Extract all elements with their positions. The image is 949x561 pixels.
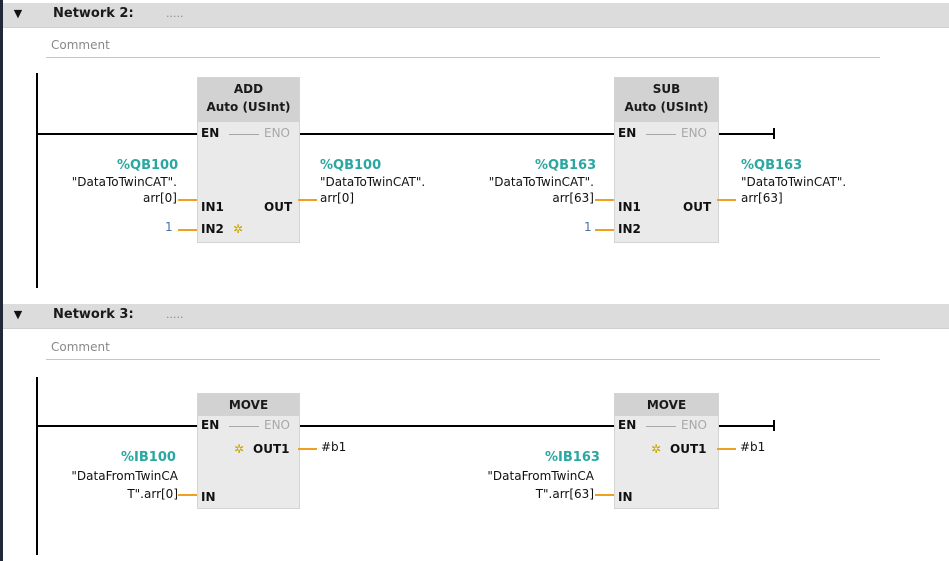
sub-block-header[interactable]: SUB Auto (USInt) bbox=[615, 78, 718, 122]
pin-in1: IN1 bbox=[201, 200, 224, 214]
pin-out1: OUT1 bbox=[670, 442, 707, 456]
add-output-star-icon[interactable]: ✲ bbox=[234, 442, 245, 456]
pin-out: OUT bbox=[683, 200, 712, 214]
signal-wire bbox=[595, 199, 614, 201]
move-block[interactable]: MOVE EN ENO ✲ OUT1 IN bbox=[197, 393, 300, 509]
power-wire-end bbox=[773, 128, 775, 139]
en-eno-link bbox=[229, 426, 259, 427]
operand-address[interactable]: %QB163 bbox=[535, 158, 597, 173]
signal-wire bbox=[595, 229, 614, 231]
operand-tag[interactable]: "DataToTwinCAT". bbox=[71, 175, 177, 189]
operand-address[interactable]: %QB100 bbox=[117, 158, 179, 173]
operand-address[interactable]: %IB163 bbox=[545, 450, 600, 465]
pin-out: OUT bbox=[264, 200, 293, 214]
network-3-title: Network 3: bbox=[53, 307, 134, 322]
add-block-header[interactable]: ADD Auto (USInt) bbox=[198, 78, 299, 122]
en-eno-link bbox=[646, 134, 676, 135]
pin-en: EN bbox=[618, 126, 637, 140]
operand-constant[interactable]: 1 bbox=[165, 220, 173, 234]
network-2-title-placeholder[interactable]: ..... bbox=[166, 7, 184, 20]
pin-en: EN bbox=[201, 418, 220, 432]
block-name: MOVE bbox=[646, 398, 687, 412]
sub-block[interactable]: SUB Auto (USInt) EN ENO IN1 OUT IN2 bbox=[614, 77, 719, 243]
add-output-star-icon[interactable]: ✲ bbox=[651, 442, 662, 456]
operand-address[interactable]: %IB100 bbox=[121, 450, 176, 465]
operand-tag-index[interactable]: arr[0] bbox=[320, 191, 355, 205]
move-block-header[interactable]: MOVE bbox=[198, 394, 299, 416]
pin-en: EN bbox=[618, 418, 637, 432]
network-3-header[interactable]: ▼ Network 3: ..... bbox=[3, 304, 949, 329]
operand-tag-index[interactable]: arr[63] bbox=[552, 191, 594, 205]
operand-variable[interactable]: #b1 bbox=[740, 440, 766, 454]
pin-in1: IN1 bbox=[618, 200, 641, 214]
collapse-toggle-icon[interactable]: ▼ bbox=[13, 7, 23, 20]
power-wire[interactable] bbox=[36, 133, 197, 135]
add-input-star-icon[interactable]: ✲ bbox=[233, 222, 244, 236]
move-block-header[interactable]: MOVE bbox=[615, 394, 718, 416]
block-name: MOVE bbox=[228, 398, 269, 412]
collapse-toggle-icon[interactable]: ▼ bbox=[13, 308, 23, 321]
power-wire[interactable] bbox=[298, 133, 614, 135]
operand-constant[interactable]: 1 bbox=[584, 220, 592, 234]
signal-wire bbox=[178, 199, 197, 201]
power-wire[interactable] bbox=[36, 425, 197, 427]
power-wire[interactable] bbox=[717, 425, 773, 427]
operand-tag-index[interactable]: T".arr[0] bbox=[127, 487, 178, 501]
operand-address[interactable]: %QB163 bbox=[741, 158, 803, 173]
move-block[interactable]: MOVE EN ENO ✲ OUT1 IN bbox=[614, 393, 719, 509]
network-2-title: Network 2: bbox=[53, 6, 134, 21]
power-rail bbox=[36, 377, 38, 555]
network-2-comment-text: Comment bbox=[51, 38, 110, 52]
network-2-comment[interactable]: Comment bbox=[46, 35, 880, 58]
signal-wire bbox=[178, 229, 197, 231]
signal-wire bbox=[717, 448, 736, 450]
block-name: ADD bbox=[233, 82, 264, 96]
operand-tag[interactable]: "DataToTwinCAT". bbox=[488, 175, 594, 189]
operand-tag-index[interactable]: T".arr[63] bbox=[535, 487, 594, 501]
operand-tag[interactable]: "DataFromTwinCA bbox=[487, 469, 594, 483]
operand-tag[interactable]: "DataToTwinCAT". bbox=[741, 175, 847, 189]
power-wire[interactable] bbox=[717, 133, 773, 135]
block-datatype[interactable]: Auto (USInt) bbox=[624, 100, 709, 114]
network-3-comment-text: Comment bbox=[51, 340, 110, 354]
power-wire-end bbox=[773, 420, 775, 431]
power-wire[interactable] bbox=[298, 425, 614, 427]
pin-out1: OUT1 bbox=[253, 442, 290, 456]
signal-wire bbox=[717, 199, 736, 201]
network-3-comment[interactable]: Comment bbox=[46, 337, 880, 360]
operand-tag[interactable]: "DataToTwinCAT". bbox=[320, 175, 426, 189]
operand-tag-index[interactable]: arr[63] bbox=[741, 191, 783, 205]
pin-eno: ENO bbox=[264, 126, 291, 140]
signal-wire bbox=[178, 494, 197, 496]
left-edge-bar bbox=[0, 0, 3, 561]
signal-wire bbox=[298, 448, 317, 450]
block-datatype[interactable]: Auto (USInt) bbox=[206, 100, 291, 114]
pin-eno: ENO bbox=[681, 418, 708, 432]
network-3-title-placeholder[interactable]: ..... bbox=[166, 308, 184, 321]
en-eno-link bbox=[646, 426, 676, 427]
power-rail bbox=[36, 73, 38, 288]
pin-in: IN bbox=[618, 490, 633, 504]
pin-in: IN bbox=[201, 490, 216, 504]
operand-address[interactable]: %QB100 bbox=[320, 158, 382, 173]
signal-wire bbox=[298, 199, 317, 201]
pin-in2: IN2 bbox=[201, 222, 224, 236]
operand-tag-index[interactable]: arr[0] bbox=[142, 191, 177, 205]
signal-wire bbox=[595, 494, 614, 496]
pin-in2: IN2 bbox=[618, 222, 641, 236]
network-2-header[interactable]: ▼ Network 2: ..... bbox=[3, 3, 949, 28]
operand-variable[interactable]: #b1 bbox=[321, 440, 347, 454]
block-name: SUB bbox=[652, 82, 681, 96]
pin-eno: ENO bbox=[681, 126, 708, 140]
operand-tag[interactable]: "DataFromTwinCA bbox=[71, 469, 178, 483]
pin-en: EN bbox=[201, 126, 220, 140]
en-eno-link bbox=[229, 134, 259, 135]
pin-eno: ENO bbox=[264, 418, 291, 432]
add-block[interactable]: ADD Auto (USInt) EN ENO IN1 OUT IN2 ✲ bbox=[197, 77, 300, 243]
